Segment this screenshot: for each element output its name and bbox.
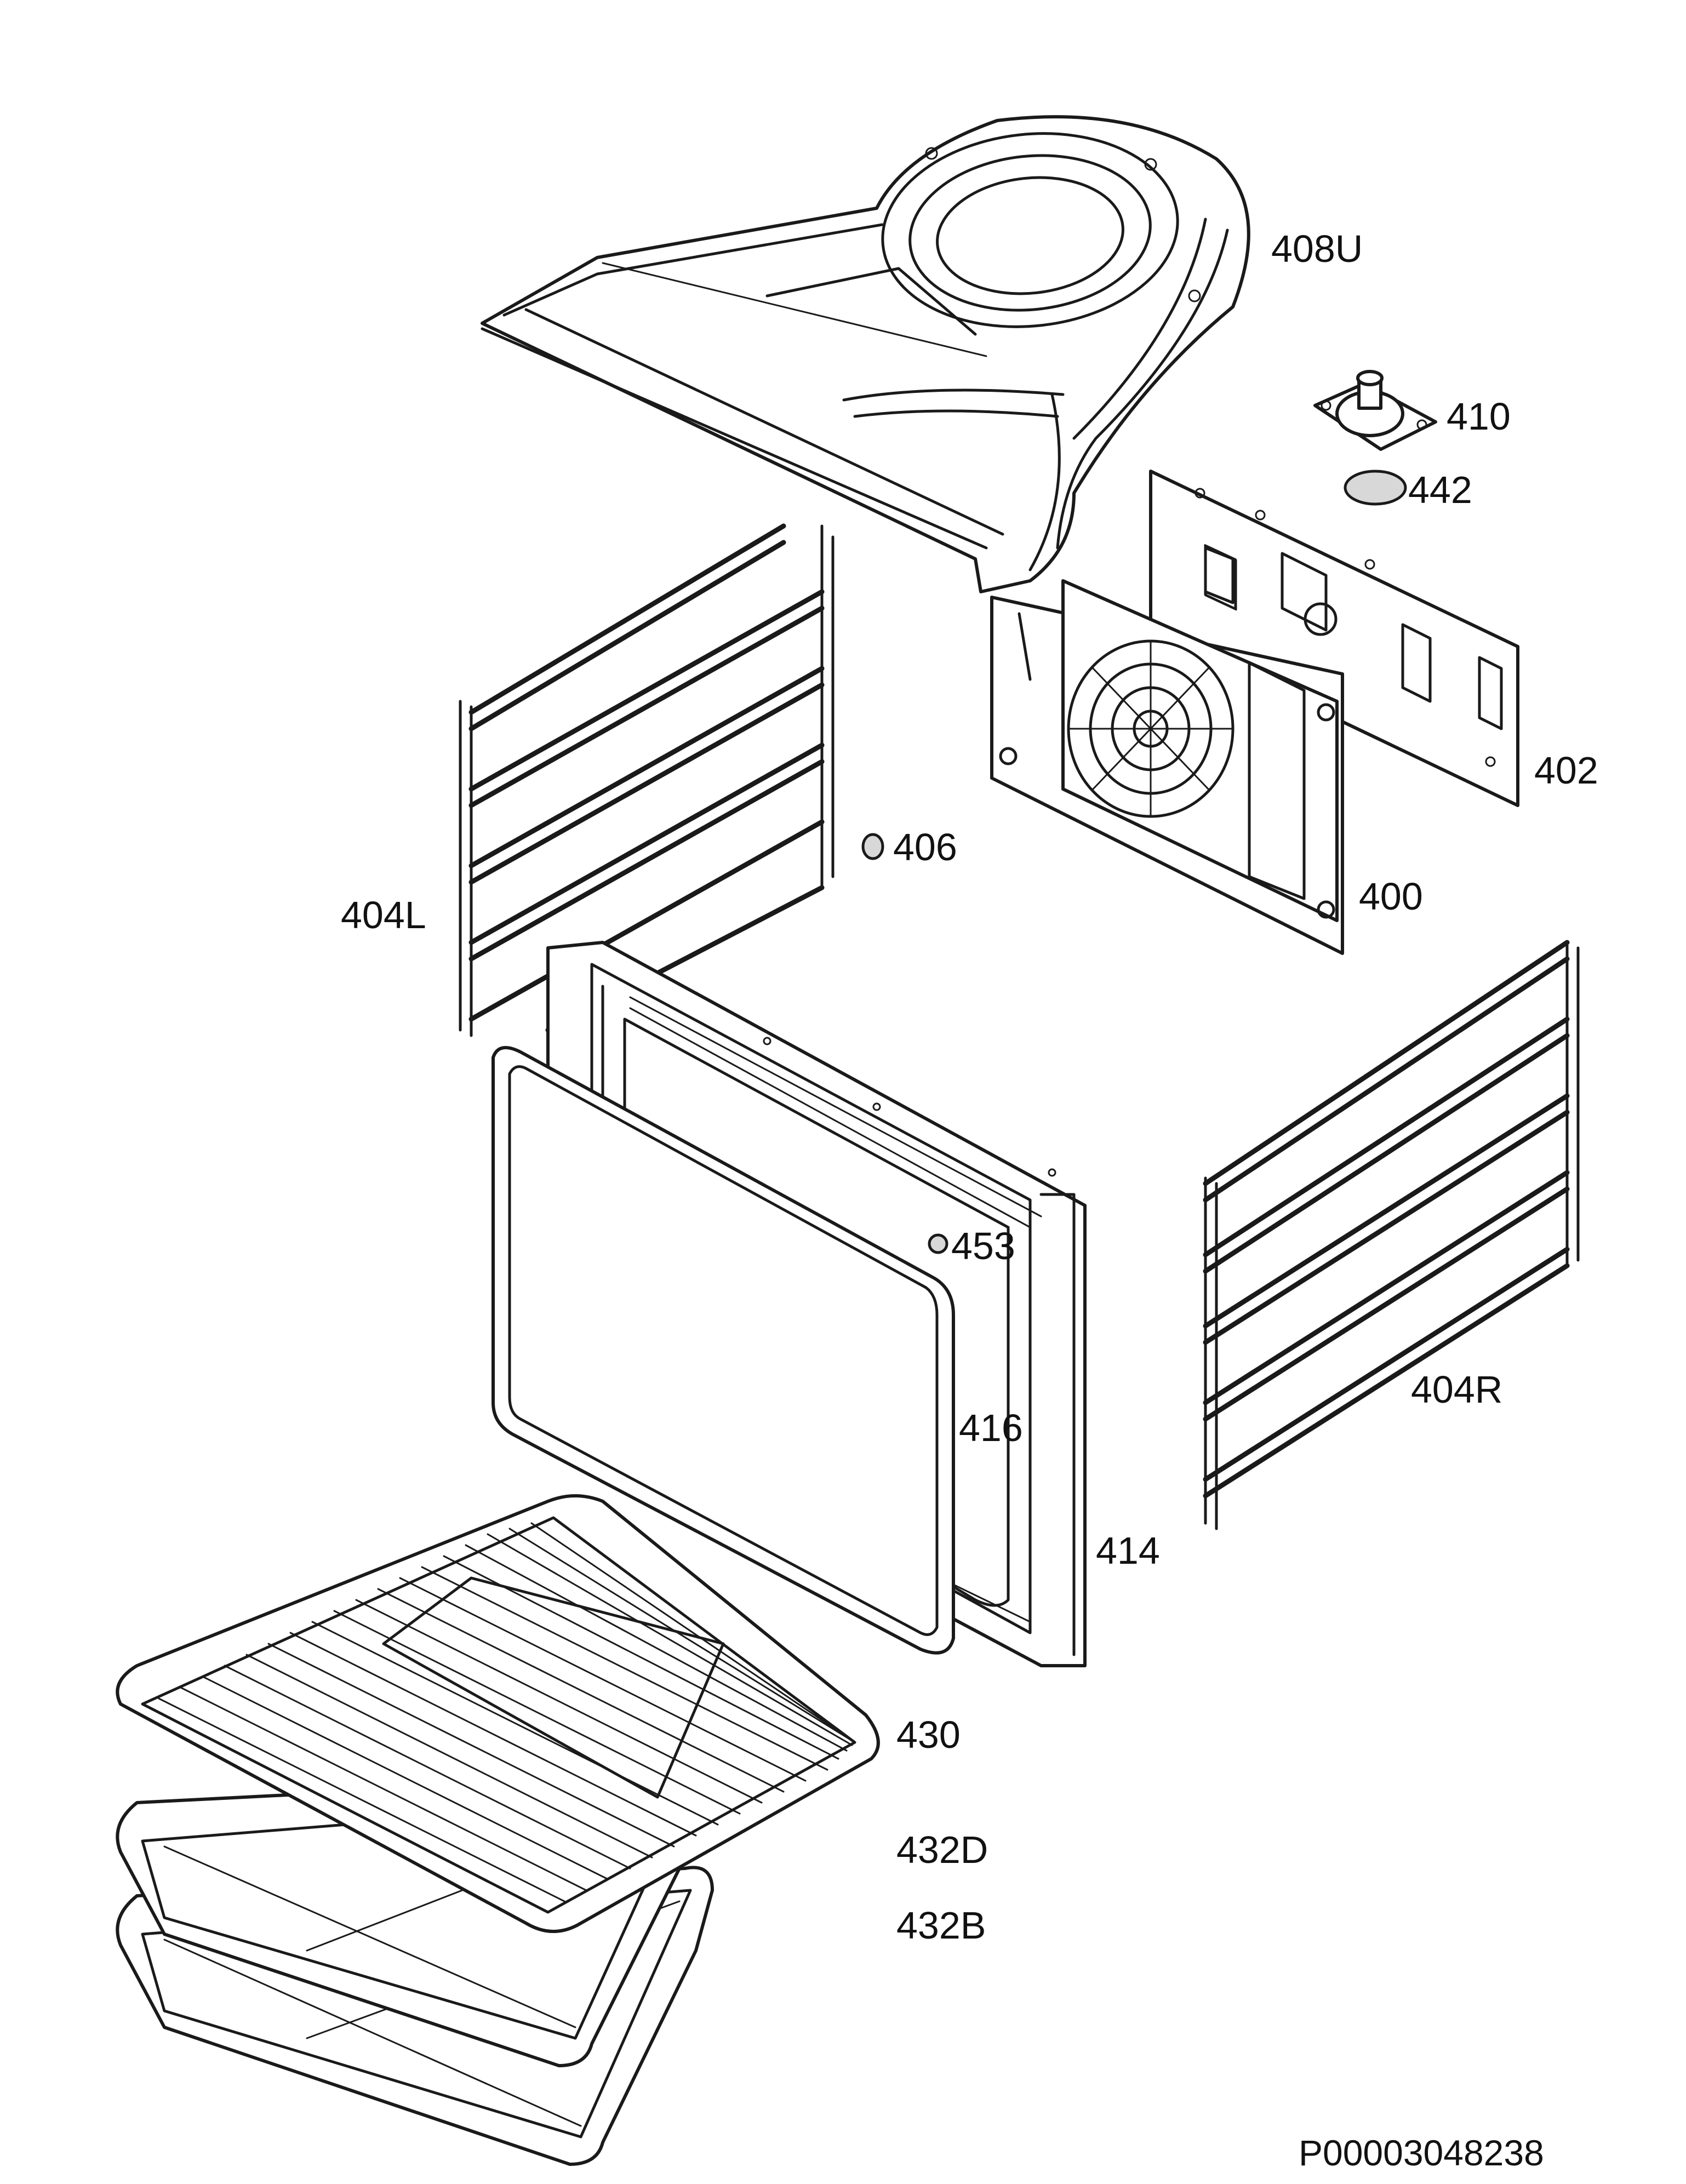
label-404L: 404L bbox=[341, 894, 426, 936]
label-406: 406 bbox=[893, 826, 957, 868]
label-404R: 404R bbox=[1411, 1368, 1502, 1411]
part-404L-left-runner bbox=[459, 523, 835, 1037]
label-408U: 408U bbox=[1271, 227, 1363, 270]
part-442-round-pad bbox=[1344, 470, 1407, 506]
label-416: 416 bbox=[959, 1407, 1023, 1449]
label-442: 442 bbox=[1408, 468, 1472, 511]
label-432D: 432D bbox=[896, 1828, 988, 1871]
label-402: 402 bbox=[1534, 749, 1598, 792]
drawing-code: P00003048238 bbox=[1299, 2132, 1544, 2173]
part-400-fan-housing bbox=[990, 579, 1344, 955]
part-404R-right-runner bbox=[1203, 940, 1580, 1530]
label-414: 414 bbox=[1096, 1529, 1160, 1572]
part-402-rear-panel bbox=[1149, 470, 1519, 807]
part-453-screw bbox=[928, 1233, 948, 1254]
label-400: 400 bbox=[1359, 875, 1423, 918]
part-410-fan-motor bbox=[1313, 370, 1437, 451]
label-430: 430 bbox=[896, 1713, 961, 1756]
label-410: 410 bbox=[1447, 395, 1511, 438]
label-432B: 432B bbox=[896, 1904, 986, 1947]
part-406-clip bbox=[861, 833, 884, 860]
part-416-gasket bbox=[491, 1046, 955, 1655]
part-430-wire-shelf bbox=[116, 1494, 880, 1933]
label-453: 453 bbox=[951, 1225, 1015, 1267]
part-408U-duct-cover bbox=[481, 115, 1250, 593]
